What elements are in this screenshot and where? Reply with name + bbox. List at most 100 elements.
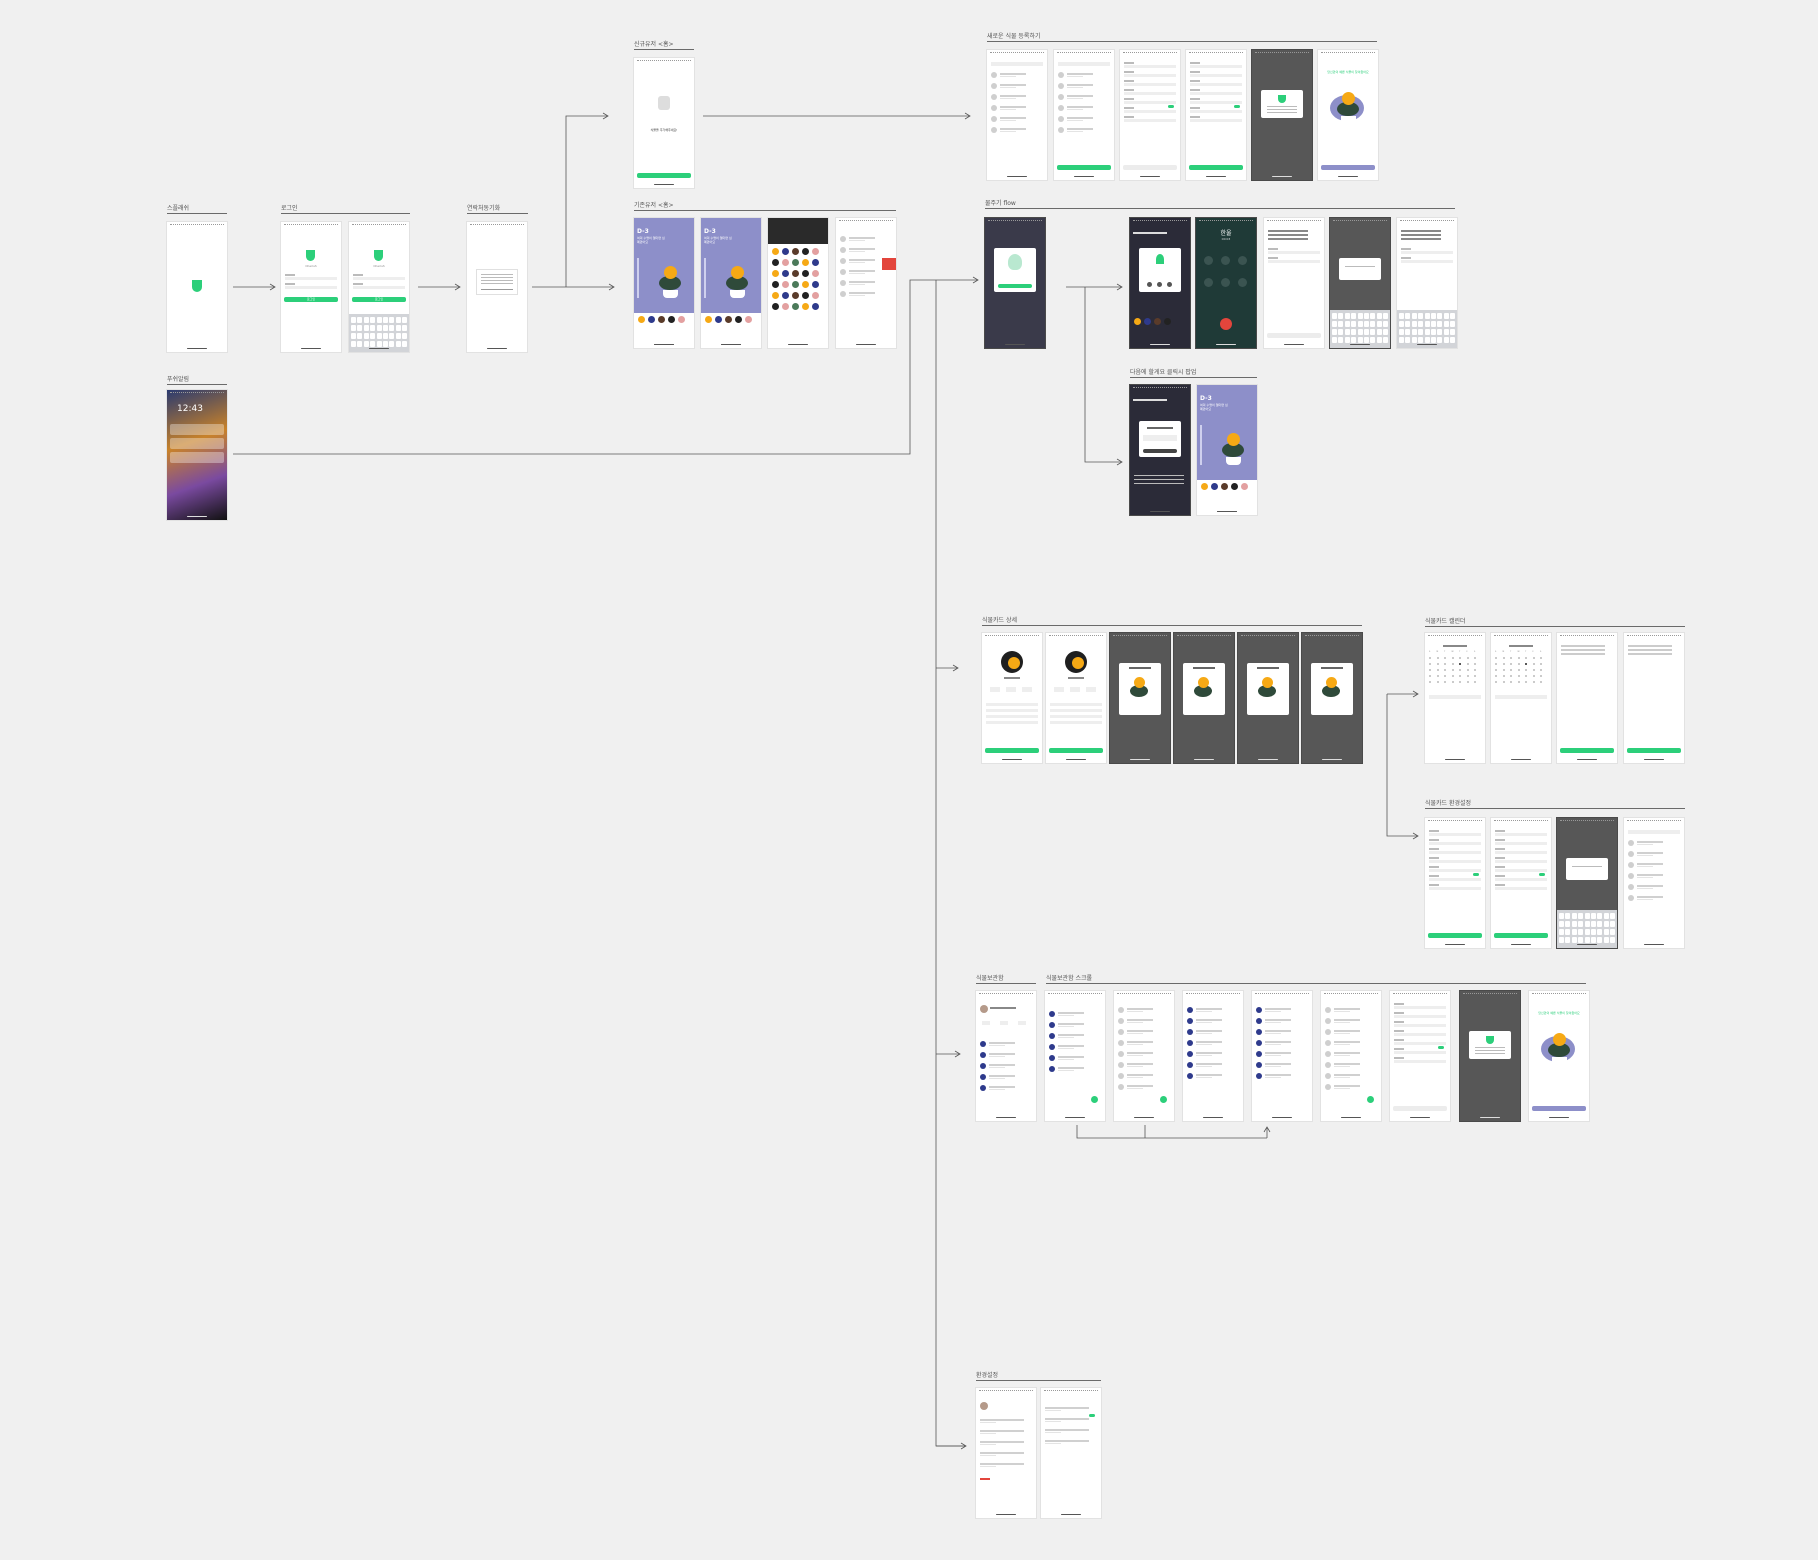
primary-button[interactable] — [1321, 165, 1375, 170]
stat-cell — [1006, 687, 1016, 692]
text-line — [1268, 238, 1308, 240]
phone-screen[interactable] — [1041, 1388, 1101, 1518]
login-button[interactable]: 로그인 — [284, 297, 338, 302]
primary-button[interactable] — [1494, 933, 1548, 938]
list-avatar — [1187, 1062, 1193, 1068]
form-label — [1495, 848, 1505, 850]
phone-screen[interactable] — [167, 222, 227, 352]
phone-screen[interactable]: 12:43 — [167, 390, 227, 520]
phone-screen[interactable] — [1425, 818, 1485, 948]
modal-text-line — [1267, 109, 1297, 110]
form-field — [1190, 110, 1242, 113]
phone-screen[interactable]: 당신만의 예쁜 식물이 찾아왔어요 — [1318, 50, 1378, 180]
phone-screen[interactable] — [1302, 633, 1362, 763]
list-item — [1334, 1074, 1360, 1076]
phone-screen[interactable] — [976, 1388, 1036, 1518]
phone-screen[interactable] — [985, 218, 1045, 348]
primary-button[interactable] — [1428, 933, 1482, 938]
keyboard-key — [1383, 329, 1388, 335]
plant-pot — [1341, 116, 1357, 124]
primary-button[interactable] — [637, 173, 691, 178]
primary-button[interactable] — [985, 748, 1039, 753]
primary-button[interactable] — [1532, 1106, 1586, 1111]
status-bar — [1123, 52, 1177, 55]
phone-screen[interactable] — [1252, 991, 1312, 1121]
keyboard-key — [402, 317, 407, 323]
phone-screen[interactable] — [1130, 385, 1190, 515]
phone-screen[interactable] — [1460, 991, 1520, 1121]
phone-screen[interactable] — [1330, 218, 1390, 348]
phone-screen[interactable] — [1624, 633, 1684, 763]
calendar-day — [1467, 663, 1469, 665]
primary-button[interactable] — [1560, 748, 1614, 753]
phone-screen[interactable]: 당신만의 예쁜 식물이 찾아왔어요 — [1529, 991, 1589, 1121]
phone-screen[interactable] — [1130, 218, 1190, 348]
empty-state-message: 식물을 추가해주세요! — [634, 128, 694, 132]
phone-screen[interactable] — [1046, 633, 1106, 763]
plant-thumb — [638, 316, 645, 323]
plant-pot — [1261, 697, 1274, 704]
phone-screen[interactable] — [1186, 50, 1246, 180]
primary-button[interactable] — [1189, 165, 1243, 170]
calendar-day — [1518, 681, 1520, 683]
calendar-day — [1474, 663, 1476, 665]
plant-thumb — [792, 292, 799, 299]
phone-screen[interactable] — [1252, 50, 1312, 180]
phone-screen[interactable] — [1264, 218, 1324, 348]
form-field — [1190, 119, 1242, 122]
phone-screen[interactable] — [467, 222, 527, 352]
keyboard-key — [370, 341, 375, 347]
status-bar — [1267, 220, 1321, 223]
phone-screen[interactable] — [1557, 818, 1617, 948]
calendar-weekday: M — [1437, 651, 1439, 653]
phone-screen[interactable] — [1624, 818, 1684, 948]
phone-screen[interactable] — [1557, 633, 1617, 763]
phone-screen[interactable] — [1120, 50, 1180, 180]
phone-screen[interactable] — [1183, 991, 1243, 1121]
phone-screen[interactable] — [987, 50, 1047, 180]
login-button[interactable]: 로그인 — [352, 297, 406, 302]
list-avatar — [991, 94, 997, 100]
home-hero: D-3여덕 수명이 얼마면 심폐만어요 — [701, 218, 761, 313]
phone-screen[interactable] — [836, 218, 896, 348]
list-item — [1334, 1041, 1360, 1043]
list-item — [1127, 1041, 1153, 1043]
keyboard-key — [1399, 313, 1404, 319]
phone-screen[interactable] — [1045, 991, 1105, 1121]
phone-screen[interactable] — [768, 218, 828, 348]
phone-screen[interactable] — [1114, 991, 1174, 1121]
keyboard-key — [1597, 929, 1602, 935]
memo-line — [1050, 721, 1102, 724]
phone-screen[interactable] — [1390, 991, 1450, 1121]
lock-screen-time: 12:43 — [177, 404, 203, 414]
status-bar — [1049, 635, 1103, 638]
phone-screen[interactable]: 식물을 추가해주세요! — [634, 58, 694, 188]
phone-screen[interactable] — [1174, 633, 1234, 763]
list-item-sub — [1000, 109, 1016, 110]
primary-button[interactable] — [1049, 748, 1103, 753]
phone-screen[interactable] — [976, 991, 1036, 1121]
phone-screen[interactable] — [1491, 818, 1551, 948]
calendar-day — [1444, 663, 1446, 665]
list-item — [1637, 841, 1663, 843]
toggle-switch — [1168, 105, 1174, 108]
phone-screen[interactable] — [1054, 50, 1114, 180]
phone-screen[interactable] — [982, 633, 1042, 763]
phone-screen[interactable] — [1110, 633, 1170, 763]
phone-screen[interactable] — [1321, 991, 1381, 1121]
list-avatar — [1325, 1040, 1331, 1046]
phone-screen[interactable] — [1397, 218, 1457, 348]
memo-field — [1429, 695, 1481, 699]
plant-pot — [1325, 697, 1338, 704]
primary-button[interactable] — [1057, 165, 1111, 170]
phone-screen[interactable] — [1238, 633, 1298, 763]
primary-button[interactable] — [1627, 748, 1681, 753]
